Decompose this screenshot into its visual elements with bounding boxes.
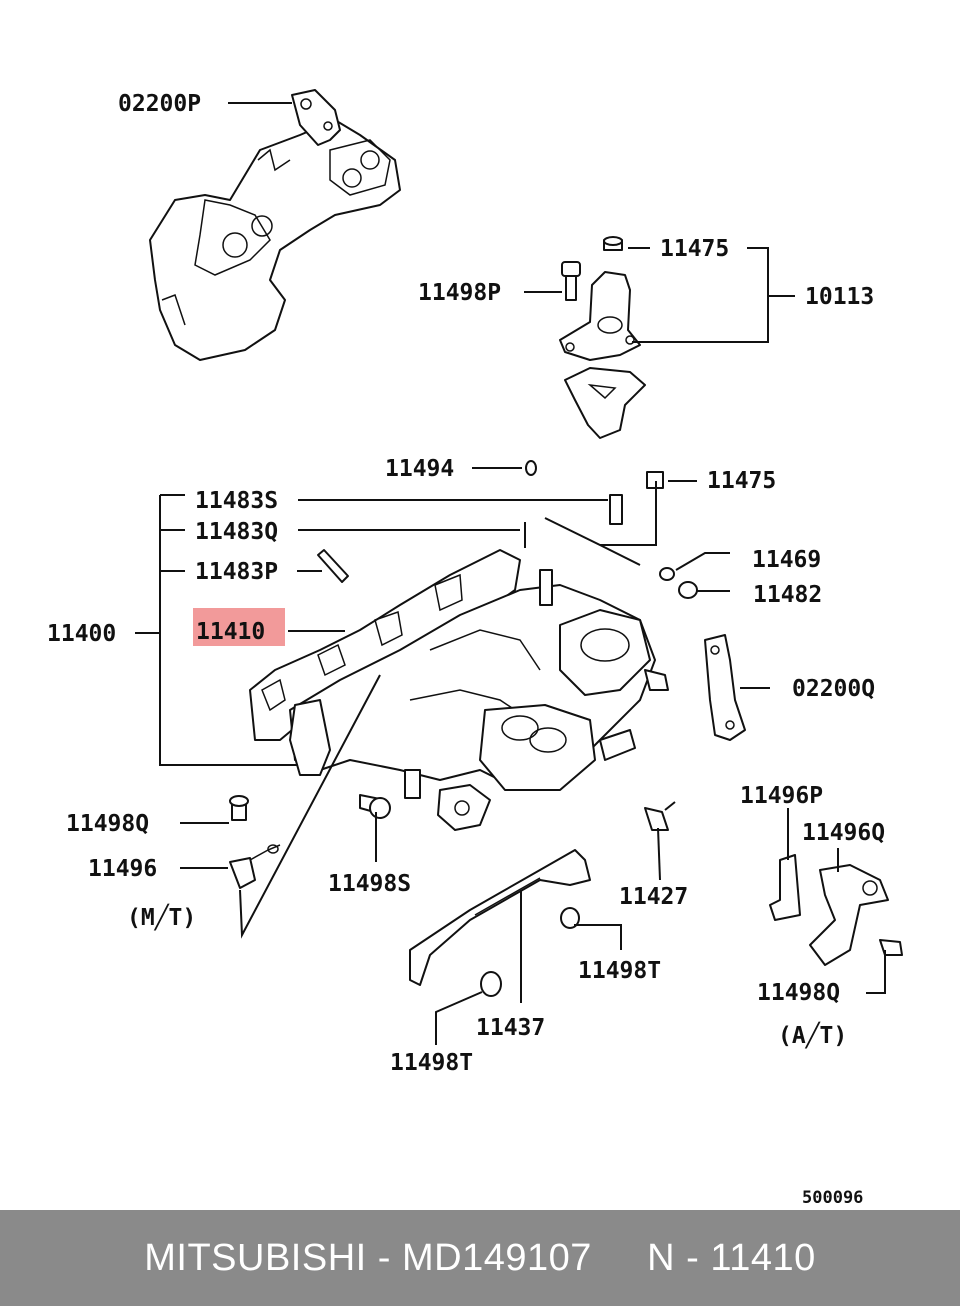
exhaust-assembly-drawing [149,89,401,361]
thermostat-housing-drawing [559,236,646,439]
label-11475-mid[interactable]: 11475 [707,468,776,494]
highlight-11410 [193,608,285,646]
label-11494[interactable]: 11494 [385,456,454,482]
bracket-02200Q-drawing [704,634,746,741]
label-11498Q-left[interactable]: 11498Q [66,811,149,837]
label-11483Q[interactable]: 11483Q [195,519,278,545]
label-11482[interactable]: 11482 [753,582,822,608]
label-10113[interactable]: 10113 [805,284,874,310]
label-11410[interactable]: 11410 [196,619,265,645]
parts-diagram: 02200P 11475 11498P 10113 11494 11475 11… [47,89,903,1208]
drawing-number: 500096 [802,1188,863,1208]
footer-part-info: MITSUBISHI - MD149107 N - 11410 [144,1236,816,1279]
label-11498S[interactable]: 11498S [328,871,411,897]
label-11475-top[interactable]: 11475 [660,236,729,262]
label-at: (A╱T) [778,1021,847,1049]
label-11483S[interactable]: 11483S [195,488,278,514]
label-02200P[interactable]: 02200P [118,91,201,117]
intake-manifold-drawing [249,460,698,831]
bracket-11437-drawing [409,801,676,997]
footer-bar: MITSUBISHI - MD149107 N - 11410 [0,1210,960,1306]
label-11483P[interactable]: 11483P [195,559,278,585]
label-11437[interactable]: 11437 [476,1015,545,1041]
label-11496P[interactable]: 11496P [740,783,823,809]
label-11427[interactable]: 11427 [619,884,688,910]
label-mt: (M╱T) [127,903,196,931]
label-11400[interactable]: 11400 [47,621,116,647]
label-11498P[interactable]: 11498P [418,280,501,306]
label-11469[interactable]: 11469 [752,547,821,573]
label-11496[interactable]: 11496 [88,856,157,882]
label-11496Q[interactable]: 11496Q [802,820,885,846]
label-11498Q-right[interactable]: 11498Q [757,980,840,1006]
label-11498T-bottom[interactable]: 11498T [390,1050,473,1076]
clip-11496-drawing [229,794,391,889]
leader-lines [135,102,886,1045]
label-11498T-mid[interactable]: 11498T [578,958,661,984]
brackets-AT-drawing [769,854,903,966]
label-02200Q[interactable]: 02200Q [792,676,875,702]
